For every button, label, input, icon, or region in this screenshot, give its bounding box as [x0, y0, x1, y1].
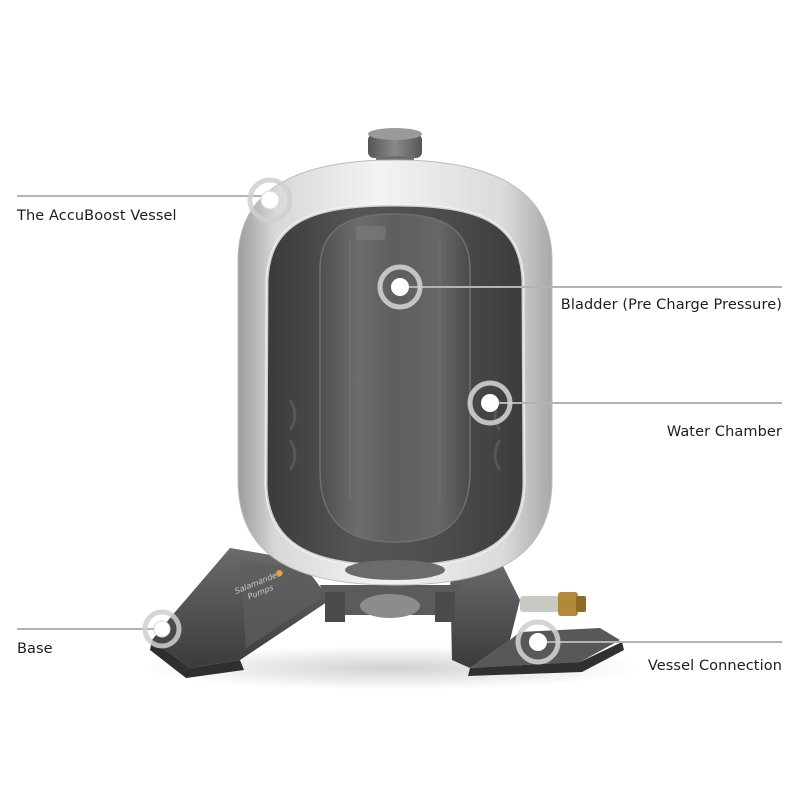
bladder-body — [319, 213, 471, 543]
marker-water-chamber — [467, 380, 513, 426]
brand-accent-dot — [276, 570, 283, 577]
callout-vessel-connection-label: Vessel Connection — [647, 658, 782, 674]
callout-bladder-label: Bladder (Pre Charge Pressure) — [560, 297, 782, 313]
bottom-flange — [345, 560, 445, 580]
top-cap — [368, 128, 422, 164]
marker-vessel — [247, 177, 293, 223]
marker-bladder — [377, 264, 423, 310]
marker-base — [142, 609, 182, 649]
marker-vessel-connection — [515, 619, 561, 665]
callout-base-label: Base — [17, 641, 53, 657]
callout-vessel-label: The AccuBoost Vessel — [17, 208, 177, 224]
leader-lines — [17, 195, 782, 643]
callout-water-chamber-label: Water Chamber — [666, 424, 782, 440]
base-stand — [150, 548, 624, 678]
